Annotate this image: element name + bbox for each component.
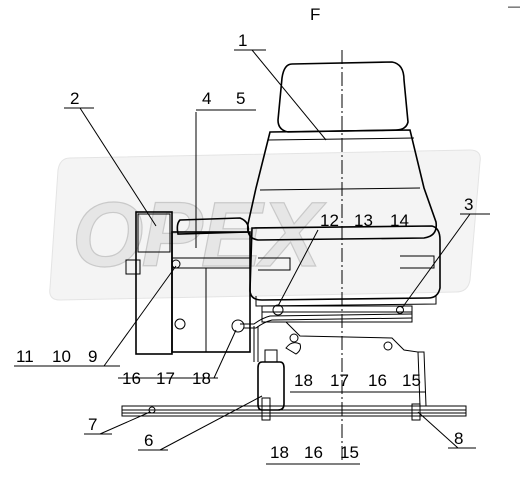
- bolt-7-icon: [148, 406, 156, 414]
- callout-2: 2: [70, 89, 79, 108]
- watermark-text: OPEX: [72, 184, 326, 286]
- callout-7: 7: [88, 415, 97, 434]
- callout-15-right: 15: [402, 371, 421, 390]
- callout-labels: 1 2 3 4 5 6 7 8 9 10 11 12 13 14 15 16 1…: [16, 31, 473, 462]
- watermark-logo: OPEX: [49, 149, 481, 301]
- control-console: [125, 112, 251, 355]
- bolt-16-icon: [289, 333, 299, 343]
- callout-18-right: 18: [294, 371, 313, 390]
- bolt-18-floor-icon: [261, 397, 271, 421]
- callout-4: 4: [202, 89, 211, 108]
- bolt-18-icon: [231, 319, 245, 333]
- knob-icon: [125, 259, 141, 275]
- callout-17-right: 17: [330, 371, 349, 390]
- callout-18-left: 18: [192, 369, 211, 388]
- callout-18-bottom: 18: [270, 443, 289, 462]
- callout-17-left: 17: [156, 369, 175, 388]
- hose-lines: [240, 304, 413, 362]
- callout-5: 5: [236, 89, 245, 108]
- seat-base-frame: [261, 305, 427, 407]
- callout-13: 13: [354, 211, 373, 230]
- bolt-3-icon: [396, 306, 404, 314]
- callout-6: 6: [144, 431, 153, 450]
- callout-9: 9: [88, 347, 97, 366]
- bolt-9-icon: [171, 259, 181, 269]
- bolt-15-icon: [383, 341, 393, 351]
- callout-10: 10: [52, 347, 71, 366]
- callout-16-right: 16: [368, 371, 387, 390]
- corner-mark: —: [508, 0, 520, 13]
- callout-14: 14: [390, 211, 409, 230]
- callout-3: 3: [464, 195, 473, 214]
- callout-12: 12: [320, 211, 339, 230]
- bolt-8-icon: [411, 403, 421, 421]
- callout-1: 1: [238, 31, 247, 50]
- callout-16-bottom: 16: [304, 443, 323, 462]
- bolt-17-icon: [174, 318, 186, 330]
- callout-8: 8: [454, 429, 463, 448]
- callout-15-bottom: 15: [340, 443, 359, 462]
- view-label: F: [310, 5, 320, 24]
- leader-lines: [14, 49, 490, 465]
- callout-16-left: 16: [122, 369, 141, 388]
- callout-11: 11: [16, 347, 34, 366]
- seat-cushion: [249, 225, 441, 307]
- floor-plate: [121, 397, 467, 421]
